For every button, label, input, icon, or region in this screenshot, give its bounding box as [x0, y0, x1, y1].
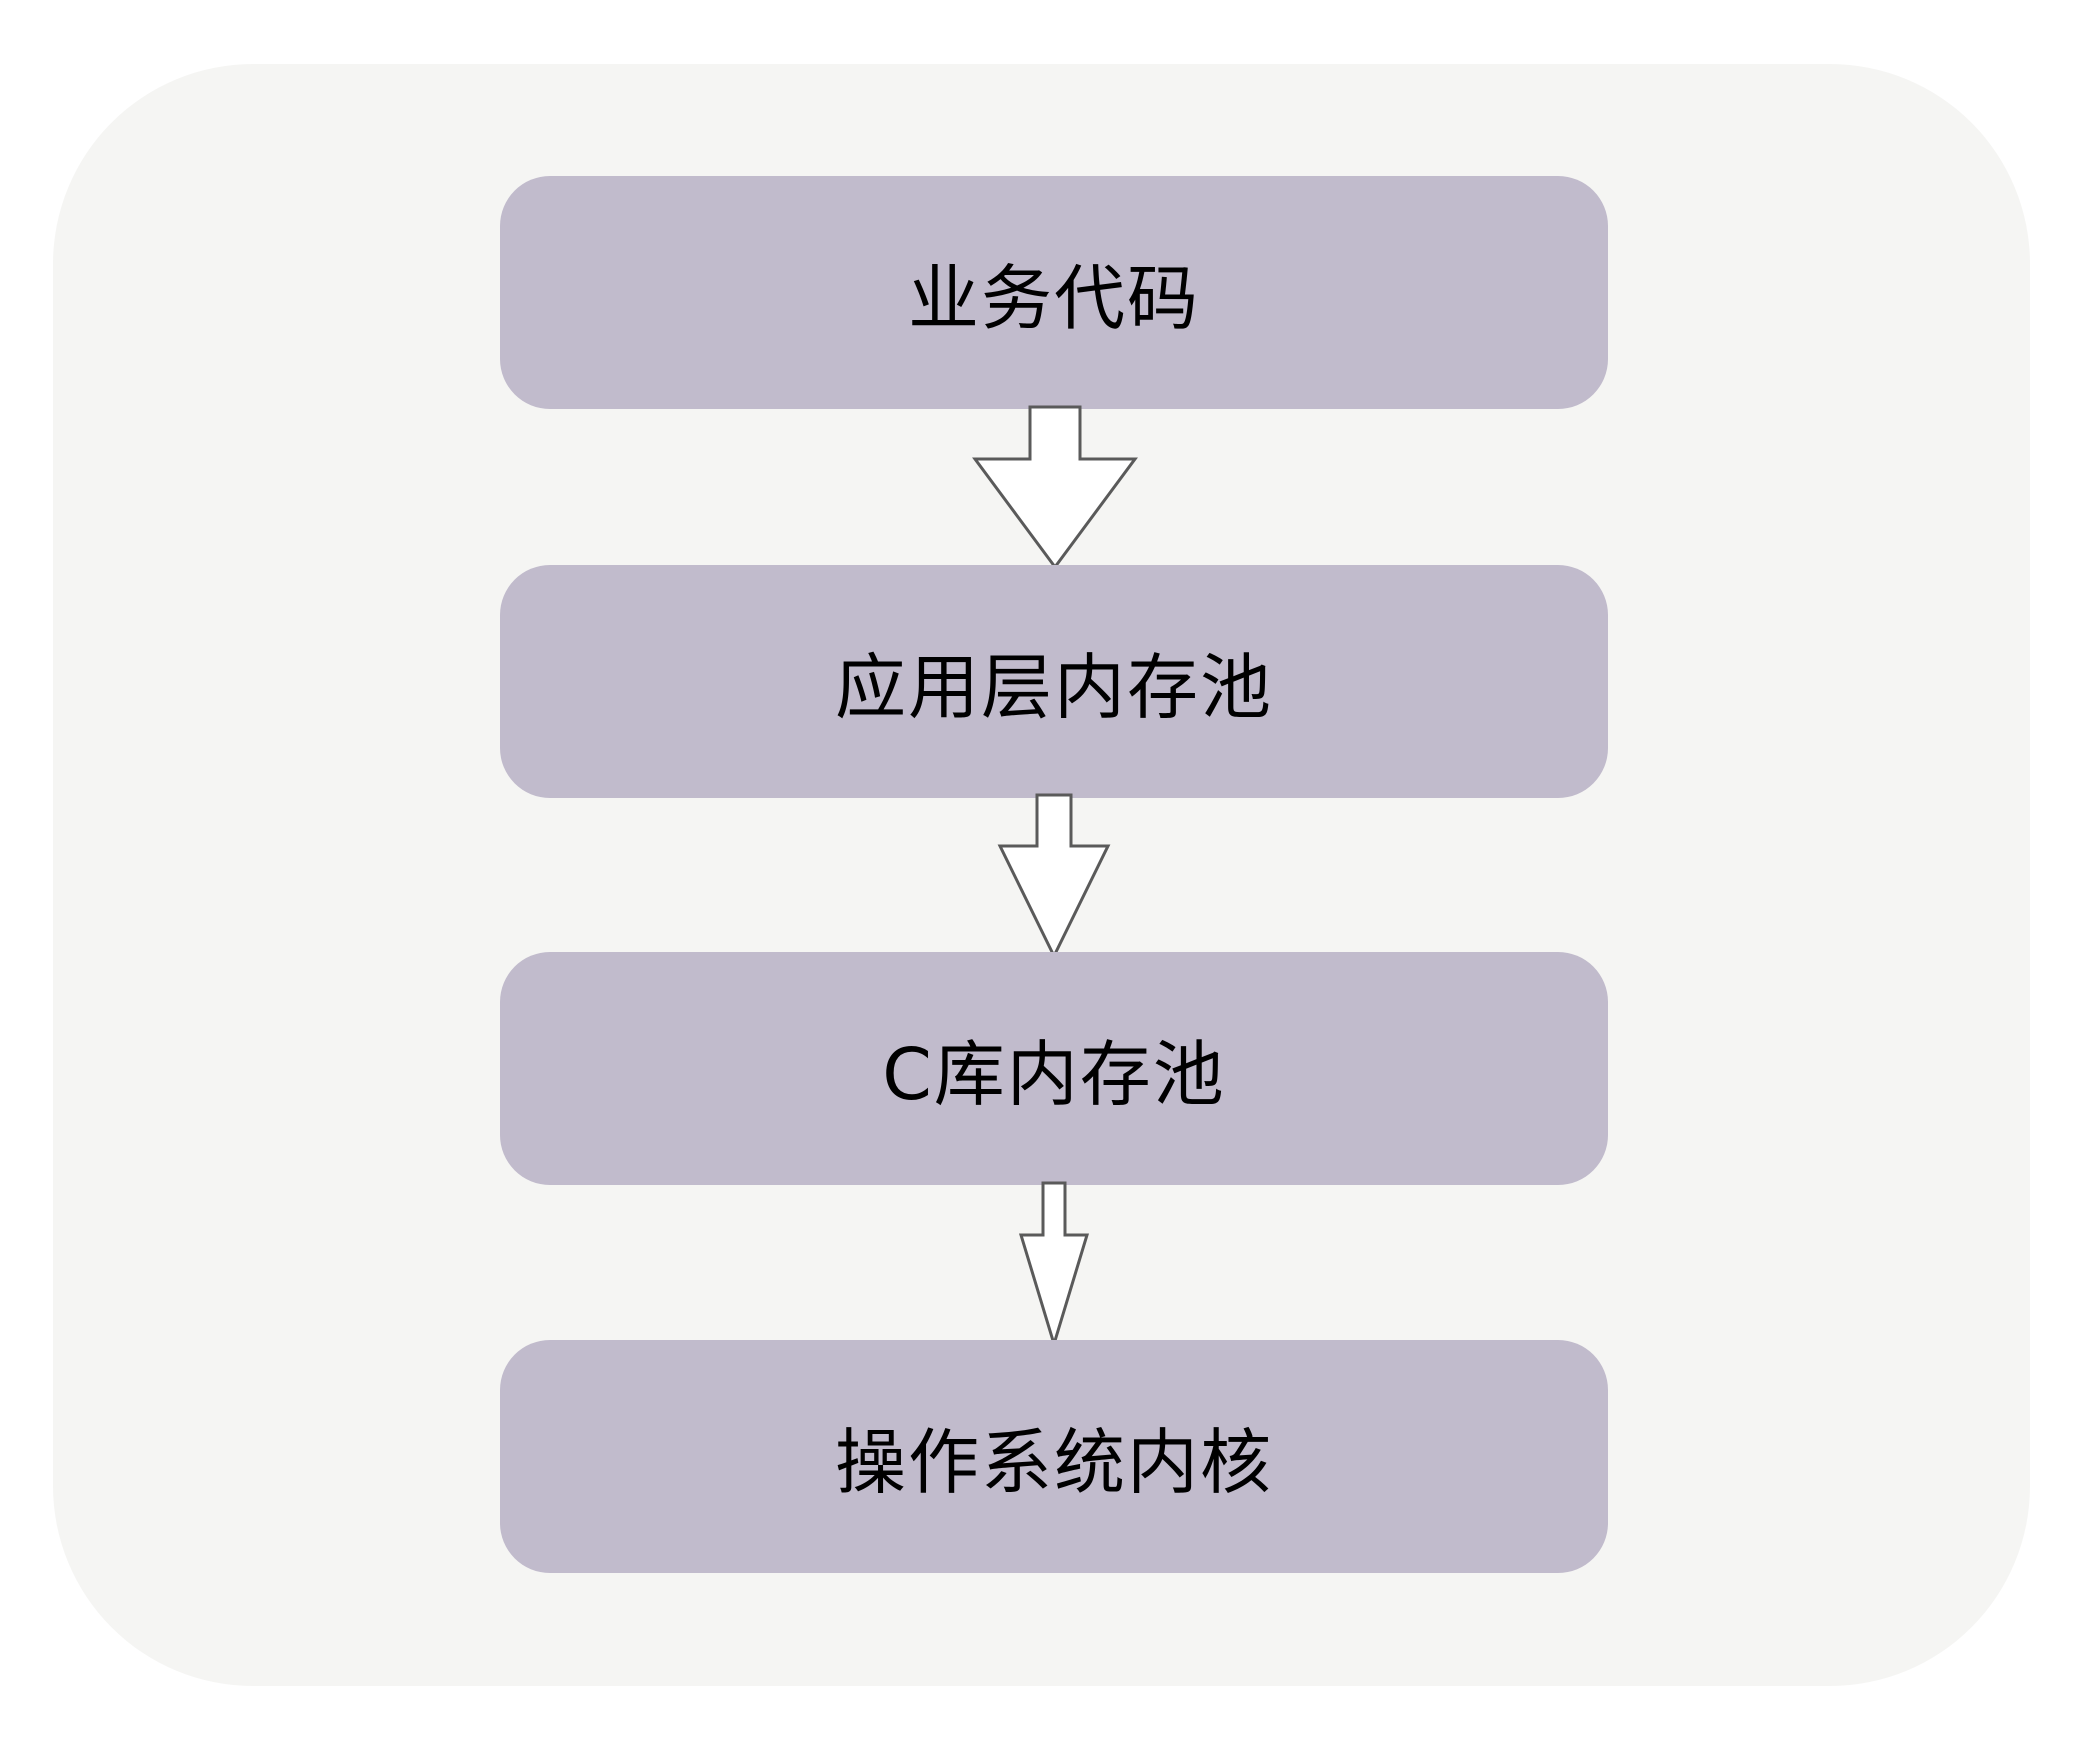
- down-arrow-icon: [1018, 1181, 1090, 1350]
- down-arrow-icon: [972, 405, 1138, 570]
- layer-box-app-memory-pool: 应用层内存池: [500, 565, 1608, 798]
- layer-label: 业务代码: [907, 256, 1200, 340]
- layer-label: 应用层内存池: [834, 645, 1273, 729]
- down-arrow-icon: [997, 793, 1111, 960]
- layer-box-c-lib-memory-pool: C库内存池: [500, 952, 1608, 1185]
- layer-box-business-code: 业务代码: [500, 176, 1608, 409]
- layer-label: C库内存池: [882, 1032, 1226, 1116]
- layer-box-os-kernel: 操作系统内核: [500, 1340, 1608, 1573]
- layer-label: 操作系统内核: [834, 1420, 1273, 1504]
